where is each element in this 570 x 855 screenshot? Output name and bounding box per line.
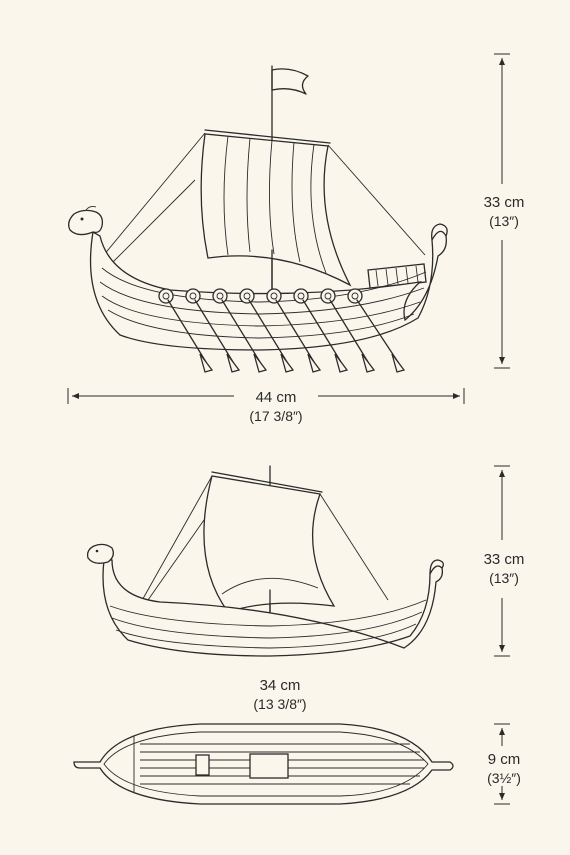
dragon-head	[86, 543, 114, 564]
middle-height-label: 33 cm (13″)	[468, 550, 540, 588]
rigging-line	[139, 475, 213, 605]
dimension-top-height	[494, 53, 510, 369]
sail	[203, 475, 336, 613]
sail	[200, 133, 352, 287]
rigging-line	[109, 179, 196, 266]
middle-length-metric: 34 cm	[259, 677, 301, 694]
shields	[158, 288, 363, 304]
yard	[204, 129, 331, 144]
oars	[167, 299, 406, 373]
dimension-bottom-width	[494, 723, 510, 805]
hatch	[195, 754, 210, 776]
bottom-width-metric: 9 cm	[487, 751, 521, 768]
top-height-metric: 33 cm	[483, 194, 525, 211]
top-height-label: 33 cm (13″)	[468, 193, 540, 231]
dragon-head	[68, 209, 104, 236]
top-length-label: 44 cm (17 3/8″)	[236, 388, 316, 426]
bottom-width-imperial: (3½″)	[487, 770, 521, 786]
bottom-width-label: 9 cm (3½″)	[470, 750, 538, 788]
middle-length-imperial: (13 3/8″)	[253, 696, 307, 712]
flag	[271, 68, 309, 95]
rigging-line	[319, 493, 389, 601]
top-height-imperial: (13″)	[489, 213, 519, 229]
rigging-line	[147, 519, 205, 601]
hull	[102, 559, 444, 657]
middle-length-label: 34 cm (13 3/8″)	[230, 676, 330, 714]
dimension-middle-height	[494, 465, 510, 657]
rigging-line	[327, 144, 426, 256]
hatch	[249, 753, 289, 779]
top-length-imperial: (17 3/8″)	[249, 408, 303, 424]
longship-top-view	[73, 723, 454, 805]
dimension-top-length	[67, 388, 465, 404]
middle-height-imperial: (13″)	[489, 570, 519, 586]
longship-side-view	[86, 465, 444, 657]
rigging-line	[97, 132, 206, 263]
middle-height-metric: 33 cm	[483, 551, 525, 568]
yard	[211, 471, 323, 493]
top-length-metric: 44 cm	[255, 389, 297, 406]
longship-with-oars	[68, 65, 448, 373]
